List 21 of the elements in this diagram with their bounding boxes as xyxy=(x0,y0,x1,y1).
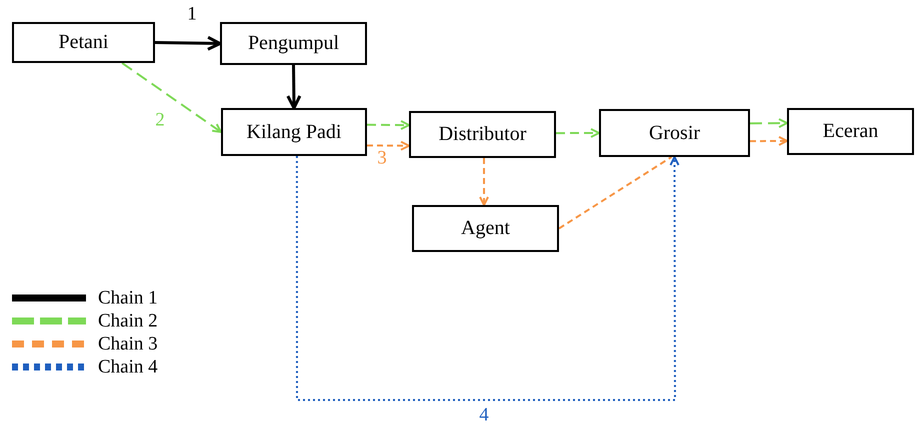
legend-label: Chain 3 xyxy=(98,334,158,354)
arrow xyxy=(367,140,410,151)
process-box: Kilang Padi xyxy=(221,108,367,156)
legend-label: Chain 2 xyxy=(98,312,158,330)
process-box: Grosir xyxy=(599,109,750,157)
arrow xyxy=(367,120,410,130)
process-box: Pengumpul xyxy=(220,22,367,65)
arrow xyxy=(122,62,222,133)
arrow xyxy=(286,64,302,110)
process-box: Petani xyxy=(12,22,155,63)
arrow xyxy=(154,36,222,51)
legend-label: Chain 4 xyxy=(98,358,158,376)
legend-label: Chain 1 xyxy=(98,288,158,308)
process-box: Distributor xyxy=(409,111,556,158)
arrow xyxy=(296,156,680,401)
arrow xyxy=(479,158,490,206)
arrow xyxy=(750,136,788,146)
process-box: Eceran xyxy=(787,108,914,155)
arrow xyxy=(750,118,788,128)
arrow xyxy=(556,128,600,138)
process-box: Agent xyxy=(412,205,559,252)
